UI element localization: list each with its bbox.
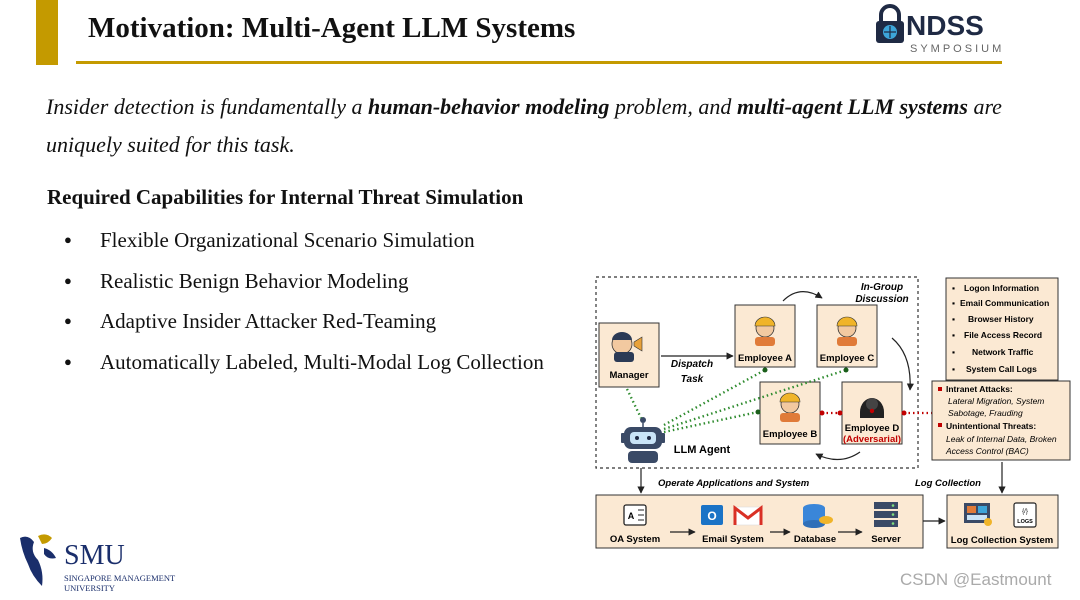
intro-paragraph: Insider detection is fundamentally a hum… bbox=[46, 88, 1026, 164]
email-system-label: Email System bbox=[702, 534, 764, 545]
svg-text:▪: ▪ bbox=[952, 347, 955, 357]
database-icon bbox=[803, 504, 833, 528]
robot-icon bbox=[621, 417, 665, 463]
smu-crest-icon bbox=[20, 534, 56, 586]
unintentional-line-2: Access Control (BAC) bbox=[945, 446, 1029, 456]
agent-group-frame bbox=[595, 276, 919, 469]
employee-b-label: Employee B bbox=[763, 429, 818, 440]
smu-subtitle-line-1: SINGAPORE MANAGEMENT bbox=[64, 573, 176, 583]
log-monitor-icon bbox=[964, 503, 992, 526]
employee-c-icon bbox=[836, 316, 858, 346]
agent-connections bbox=[625, 368, 847, 434]
title-underline bbox=[76, 61, 1002, 64]
intro-bold-1: human-behavior modeling bbox=[368, 94, 610, 119]
multi-agent-diagram: In-Group Discussion Manager Dispatch Tas… bbox=[595, 276, 1071, 549]
operate-label: Operate Applications and System bbox=[658, 478, 810, 489]
capabilities-heading: Required Capabilities for Internal Threa… bbox=[47, 185, 524, 209]
manager-label: Manager bbox=[609, 370, 648, 381]
oa-system-label: OA System bbox=[610, 534, 660, 545]
svg-text:{/}: {/} bbox=[1022, 509, 1028, 515]
in-group-label-2: Discussion bbox=[855, 294, 908, 305]
employee-a-icon bbox=[754, 316, 776, 346]
dispatch-label-1: Dispatch bbox=[671, 359, 713, 370]
threat-types-box bbox=[931, 380, 1071, 461]
logs-icon-label: LOGS bbox=[1017, 519, 1033, 525]
intro-bold-2: multi-agent LLM systems bbox=[736, 94, 968, 119]
svg-text:▪: ▪ bbox=[952, 283, 955, 293]
ndss-logo-subtitle: SYMPOSIUM bbox=[910, 43, 1005, 55]
svg-text:O: O bbox=[707, 509, 716, 523]
hacker-icon bbox=[860, 398, 884, 418]
unintentional-title: Unintentional Threats: bbox=[946, 421, 1036, 431]
log-collection-label: Log Collection bbox=[915, 478, 981, 489]
intro-text-1: Insider detection is fundamentally a bbox=[46, 94, 368, 119]
svg-text:▪: ▪ bbox=[952, 364, 955, 374]
log-type-item: Logon Information bbox=[964, 283, 1039, 293]
list-item: Adaptive Insider Attacker Red-Teaming bbox=[62, 303, 544, 344]
server-icon bbox=[874, 502, 898, 527]
discussion-arrow-d-b bbox=[815, 451, 861, 461]
smu-subtitle-line-2: UNIVERSITY bbox=[64, 583, 115, 593]
gmail-icon bbox=[733, 504, 763, 526]
capabilities-list: Flexible Organizational Scenario Simulat… bbox=[62, 222, 544, 384]
in-group-label-1: In-Group bbox=[861, 282, 903, 293]
manager-icon bbox=[611, 332, 643, 362]
ndss-lock-icon bbox=[876, 4, 904, 43]
unintentional-line-1: Leak of Internal Data, Broken bbox=[946, 434, 1057, 444]
svg-text:A: A bbox=[628, 511, 635, 521]
intranet-title: Intranet Attacks: bbox=[946, 384, 1013, 394]
adversarial-label: (Adversarial) bbox=[843, 434, 901, 445]
connection-dots bbox=[755, 367, 849, 415]
list-item: Flexible Organizational Scenario Simulat… bbox=[62, 222, 544, 263]
log-type-item: File Access Record bbox=[964, 330, 1042, 340]
log-type-item: Browser History bbox=[968, 314, 1034, 324]
employee-a-label: Employee A bbox=[738, 353, 792, 364]
log-types-box bbox=[945, 277, 1059, 381]
employee-d-label: Employee D bbox=[845, 423, 900, 434]
employee-c-label: Employee C bbox=[820, 353, 875, 364]
discussion-arrow-a-c bbox=[782, 291, 823, 302]
log-type-item: Email Communication bbox=[960, 298, 1049, 308]
header-accent-bar bbox=[36, 0, 58, 65]
outlook-icon: O bbox=[701, 505, 723, 525]
logs-file-icon: {/} LOGS bbox=[1013, 502, 1037, 528]
llm-agent-label: LLM Agent bbox=[674, 444, 731, 456]
list-item: Automatically Labeled, Multi-Modal Log C… bbox=[62, 344, 544, 385]
smu-logo-subtitle: SINGAPORE MANAGEMENT UNIVERSITY bbox=[64, 573, 194, 593]
database-label: Database bbox=[794, 534, 836, 545]
log-collection-system-label: Log Collection System bbox=[951, 535, 1053, 546]
svg-text:▪: ▪ bbox=[952, 298, 955, 308]
list-item: Realistic Benign Behavior Modeling bbox=[62, 263, 544, 304]
svg-text:▪: ▪ bbox=[952, 330, 955, 340]
smu-logo-text: SMU bbox=[64, 540, 125, 571]
employee-b-icon bbox=[779, 392, 801, 422]
adversarial-dots bbox=[819, 410, 907, 416]
oa-system-icon: A bbox=[623, 504, 647, 526]
ndss-logo-text: NDSS bbox=[906, 10, 984, 41]
systems-box bbox=[595, 494, 924, 549]
server-label: Server bbox=[871, 534, 901, 545]
intranet-line-1: Lateral Migration, System bbox=[948, 396, 1044, 406]
threat-types-text: Intranet Attacks: Lateral Migration, Sys… bbox=[938, 384, 1057, 456]
slide-title: Motivation: Multi-Agent LLM Systems bbox=[88, 12, 576, 44]
system-flow-arrows bbox=[670, 517, 946, 536]
intro-text-2: problem, and bbox=[609, 94, 737, 119]
log-types-list: ▪Logon Information ▪Email Communication … bbox=[952, 283, 1049, 374]
watermark-text: CSDN @Eastmount bbox=[900, 570, 1052, 589]
svg-text:▪: ▪ bbox=[952, 314, 955, 324]
log-type-item: System Call Logs bbox=[966, 364, 1037, 374]
log-type-item: Network Traffic bbox=[972, 347, 1034, 357]
dispatch-label-2: Task bbox=[681, 374, 704, 385]
intranet-line-2: Sabotage, Frauding bbox=[948, 408, 1023, 418]
intro-text-3: are uniquely suited for this task. bbox=[46, 94, 1002, 157]
discussion-arrow-c-d bbox=[891, 337, 914, 391]
